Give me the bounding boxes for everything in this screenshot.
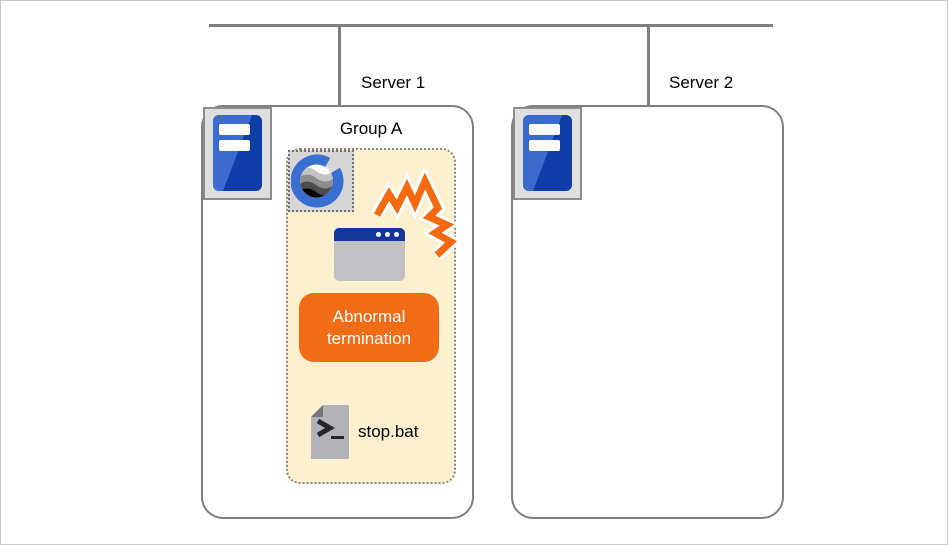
group-a-title: Group A	[339, 119, 403, 138]
server-tower-icon	[203, 107, 272, 200]
crash-burst-icon	[371, 169, 462, 260]
window-dot	[376, 232, 381, 237]
window-titlebar	[334, 228, 405, 241]
server1-connector-line	[338, 24, 341, 106]
server-tower-icon	[513, 107, 582, 200]
application-window-icon	[334, 228, 405, 281]
script-file-label: stop.bat	[358, 422, 419, 441]
server2-connector-line	[647, 24, 650, 106]
cluster-g-logo-icon	[288, 150, 354, 212]
network-bus-line	[209, 24, 773, 27]
terminal-script-file-icon	[311, 405, 349, 459]
server2-label: Server 2	[669, 73, 734, 92]
server1-label: Server 1	[361, 73, 426, 92]
window-dot	[394, 232, 399, 237]
status-badge: Abnormal termination	[299, 293, 439, 362]
window-dot	[385, 232, 390, 237]
